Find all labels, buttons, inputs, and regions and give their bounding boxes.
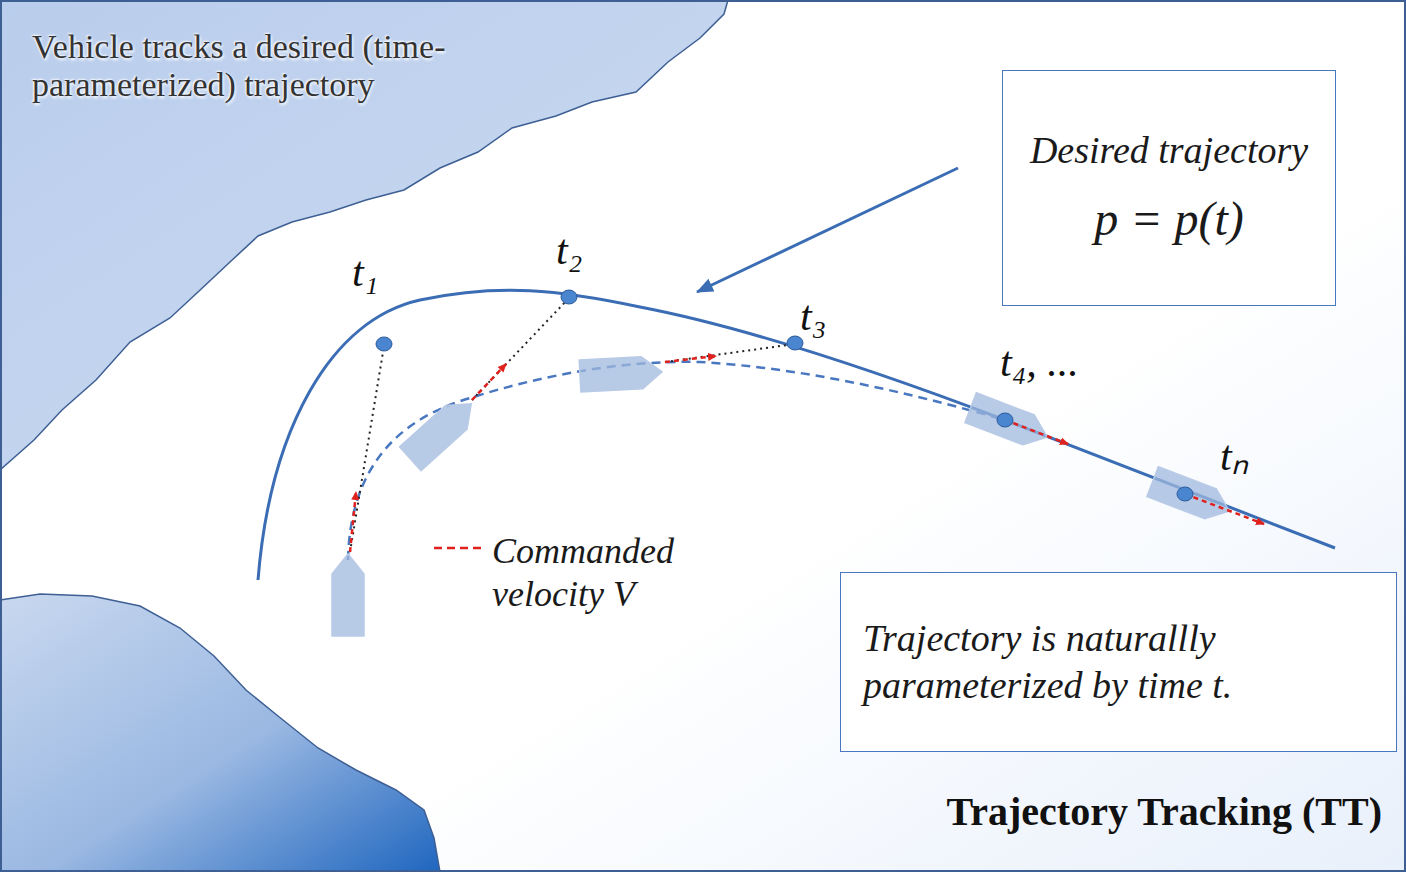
region-note: Vehicle tracks a desired (time-parameter… [32,28,512,104]
time-label: t₃ [800,292,870,340]
legend-line-sample [432,538,488,558]
diagram-title: Trajectory Tracking (TT) [760,788,1382,835]
time-label: t₁ [352,248,422,296]
text-box: Desired trajectory p = p(t) [1002,70,1336,306]
legend-item: Commanded velocity V [432,530,732,616]
formula: p = p(t) [1023,189,1315,249]
box-text: Desired trajectory [1023,127,1315,175]
text-box: Trajectory is naturallly parameterized b… [840,572,1397,752]
box-text: Trajectory is naturallly parameterized b… [863,615,1374,710]
time-label: t₄, ... [1000,338,1160,386]
time-label: tₙ [1220,432,1300,480]
legend-text: Commanded velocity V [492,530,732,616]
time-label: t₂ [556,226,626,274]
